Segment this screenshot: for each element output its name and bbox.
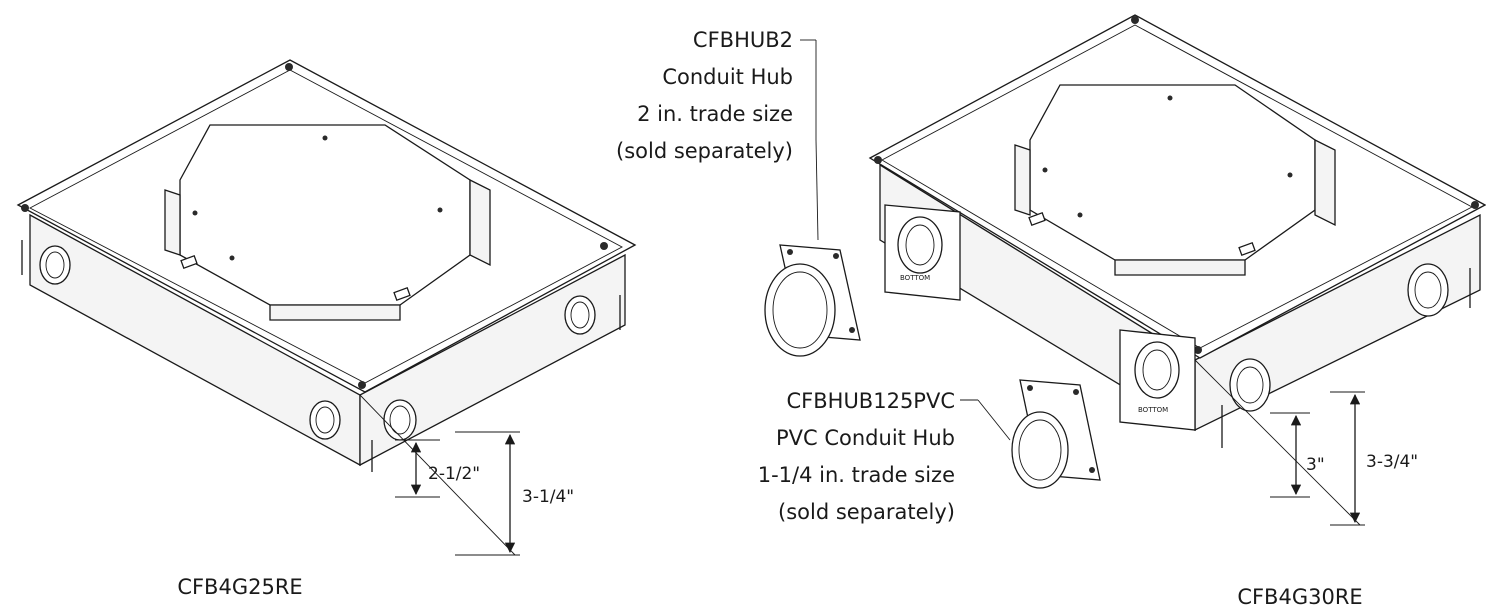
left-box-side-knockout [39, 245, 71, 285]
screw-icon [874, 156, 882, 164]
leader-line [977, 399, 1011, 441]
left-box-right-face [359, 253, 626, 467]
right-dim-outer-label: 3-3/4" [1366, 452, 1418, 472]
right-model-label: CFB4G30RE [1237, 585, 1362, 609]
conduit-hub-pvc [960, 379, 1101, 489]
left-box-front-knockout [309, 400, 341, 440]
floor-box-right: BOTTOM BOTTOM [868, 14, 1486, 526]
hub-pvc-note: (sold separately) [778, 500, 955, 524]
floor-box-left [16, 59, 637, 556]
hub-barrel [1011, 411, 1069, 489]
left-model-label: CFB4G25RE [177, 575, 302, 599]
right-box-right-knockout [1407, 263, 1449, 317]
left-dim-inner-label: 2-1/2" [428, 464, 480, 484]
right-box-front-knockout [1229, 358, 1271, 412]
hub-barrel [764, 263, 836, 357]
hub-pvc-name: PVC Conduit Hub [776, 426, 955, 450]
right-box-octagon-cover [1029, 84, 1316, 261]
hub-2in-note: (sold separately) [616, 139, 793, 163]
callout-hub-pvc-text: CFBHUB125PVC PVC Conduit Hub 1-1/4 in. t… [758, 389, 955, 524]
left-box-octagon-cover [179, 124, 471, 306]
screw-icon [1471, 201, 1479, 209]
hub-pvc-part-number: CFBHUB125PVC [787, 389, 956, 413]
hub-2in-name: Conduit Hub [662, 65, 793, 89]
left-box-right-knockout [564, 295, 596, 335]
screw-icon [285, 63, 293, 71]
hub-2in-part-number: CFBHUB2 [693, 28, 793, 52]
screw-icon [358, 381, 366, 389]
hub-pvc-size: 1-1/4 in. trade size [758, 463, 955, 487]
right-dim-inner-label: 3" [1306, 455, 1325, 475]
hub-2in-size: 2 in. trade size [637, 102, 793, 126]
screw-icon [1194, 346, 1202, 354]
left-dim-outer-label: 3-1/4" [522, 487, 574, 507]
leader-line [815, 139, 819, 241]
conduit-hub-2in [764, 39, 861, 357]
callout-hub-2in-text: CFBHUB2 Conduit Hub 2 in. trade size (so… [616, 28, 793, 163]
front-panel-label: BOTTOM [1138, 406, 1168, 414]
screw-icon [21, 204, 29, 212]
side-panel-label: BOTTOM [900, 274, 930, 282]
screw-icon [1131, 16, 1139, 24]
screw-icon [600, 242, 608, 250]
